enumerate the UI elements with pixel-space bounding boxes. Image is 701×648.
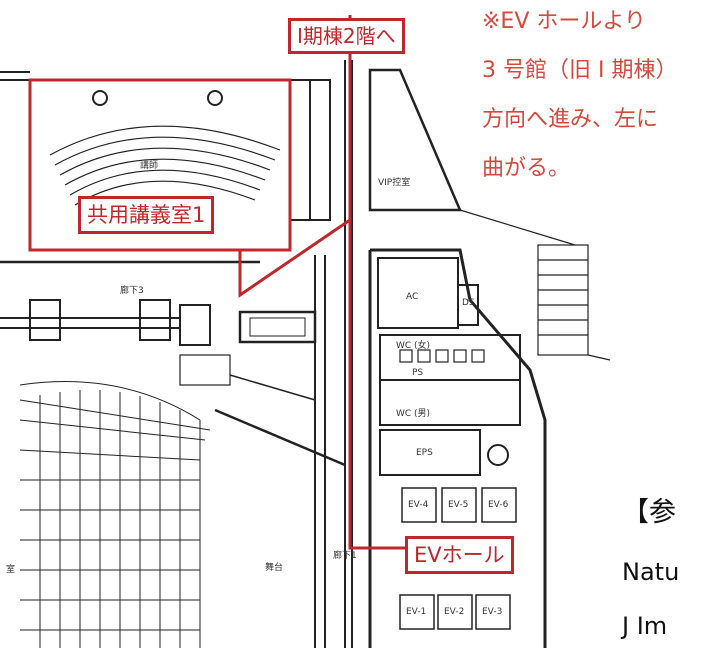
note-line-2: 3 号館（旧 I 期棟） (482, 58, 678, 83)
ev-1-label: EV-1 (406, 607, 427, 617)
ps-label: PS (412, 368, 424, 378)
ev-6-label: EV-6 (488, 500, 509, 510)
speaker-label: 講師 (140, 161, 159, 171)
ev-4-label: EV-4 (408, 500, 429, 510)
ev-2-label: EV-2 (444, 607, 465, 617)
corridor2-label: 廊下1 (333, 551, 357, 561)
corridor-label: 廊下3 (120, 286, 144, 296)
ev-5-label: EV-5 (448, 500, 469, 510)
route-highlight (28, 15, 405, 550)
note-line-1: ※EV ホールより (482, 9, 646, 34)
ev-hall-label: EVホール (405, 536, 514, 574)
ac-room-label: AC (406, 292, 419, 302)
to-building-text: I期棟2階へ (297, 24, 396, 48)
reference-line-2: Natu (622, 558, 680, 586)
side-room-label: 室 (6, 565, 16, 575)
lecture-room-label: 共用講義室1 (78, 196, 215, 234)
lecture-room-seating (49, 90, 281, 206)
vip-room-label: VIP控室 (378, 178, 411, 188)
wc-lower-label: WC (男) (396, 409, 431, 419)
wc-upper-label: WC (女) (396, 341, 431, 351)
ds-room-label: DS (462, 298, 475, 308)
reference-heading: 【参 (622, 497, 676, 528)
stage-label: 舞台 (265, 563, 284, 573)
note-line-4: 曲がる。 (482, 156, 571, 181)
ev-hall-text: EVホール (414, 543, 505, 567)
eps-label: EPS (416, 448, 433, 458)
note-line-3: 方向へ進み、左に (482, 107, 659, 132)
auditorium-seating (19, 381, 211, 648)
reference-line-3: J Im (622, 612, 668, 640)
to-building-2f-label: I期棟2階へ (288, 18, 405, 54)
lecture-room-text: 共用講義室1 (87, 203, 206, 227)
direction-note: ※EV ホールより 3 号館（旧 I 期棟） 方向へ進み、左に 曲がる。 (482, 4, 677, 186)
ev-3-label: EV-3 (482, 607, 503, 617)
